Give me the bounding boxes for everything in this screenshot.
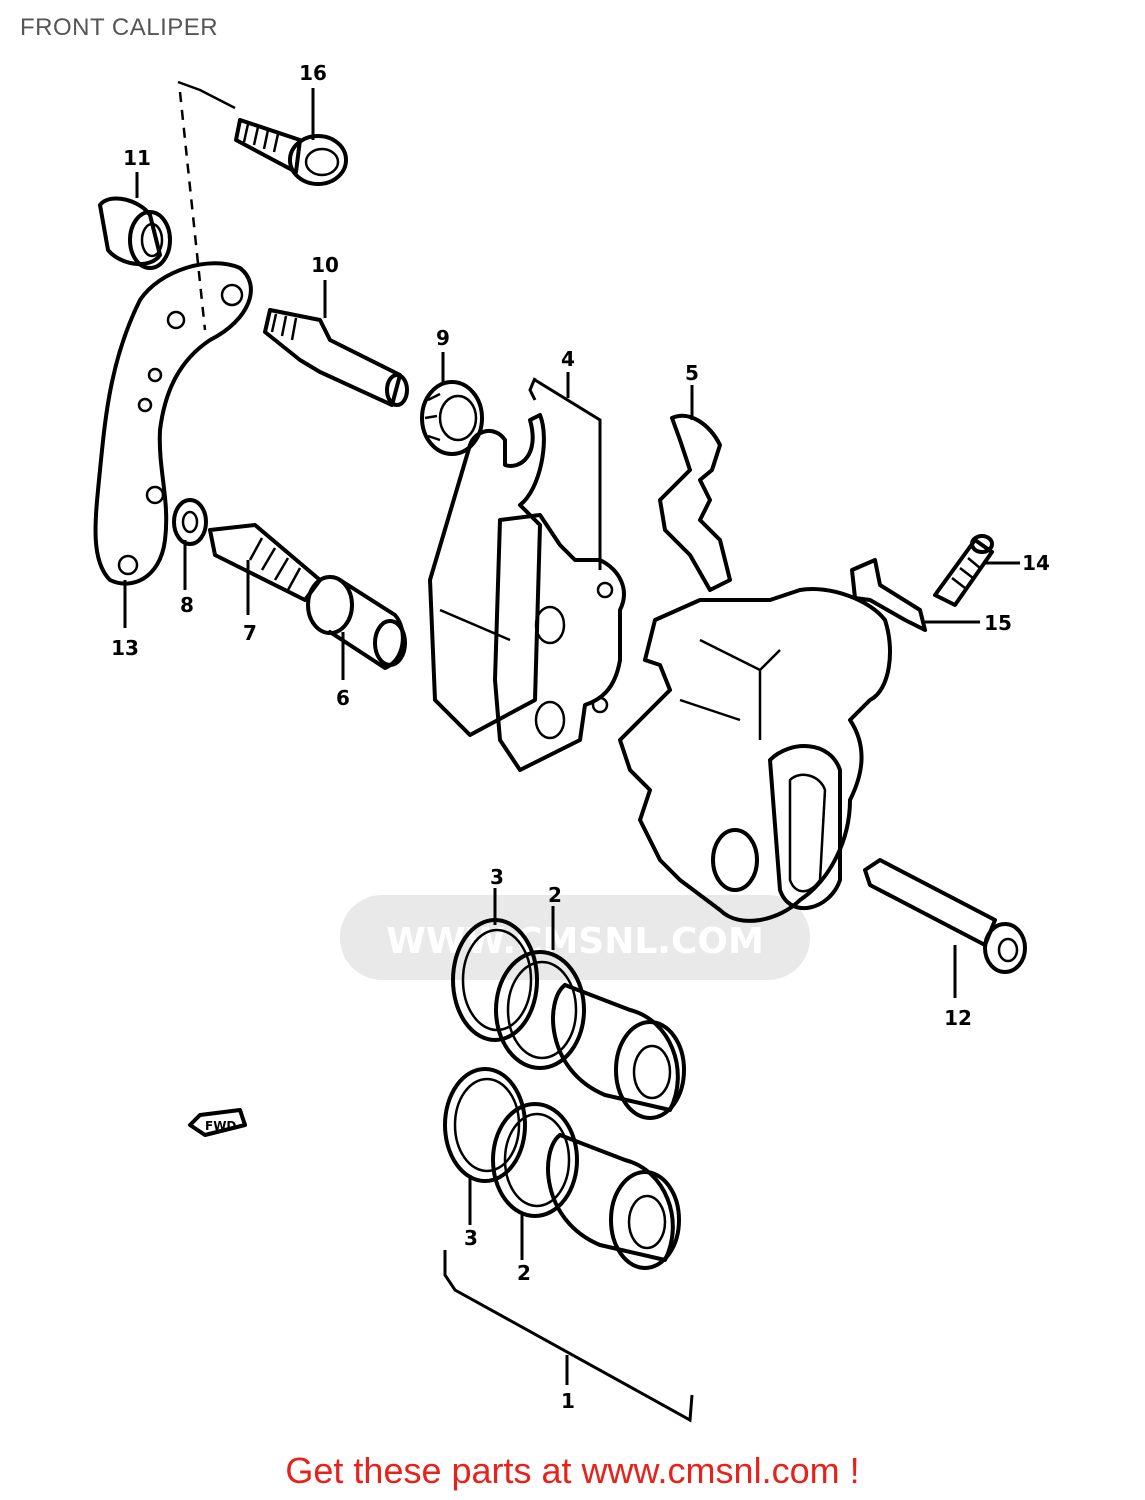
part-12-pin xyxy=(863,858,1027,974)
watermark-text: WWW.CMSNL.COM xyxy=(386,921,764,962)
part-7-bolt xyxy=(208,523,322,602)
leader-lines xyxy=(123,88,1020,1260)
part-9-boot xyxy=(420,380,484,456)
callout-6: 6 xyxy=(336,686,350,710)
callout-4: 4 xyxy=(561,347,575,371)
part-5-spring-clip xyxy=(658,413,732,592)
part-6-sleeve xyxy=(306,575,407,670)
fwd-label: FWD xyxy=(205,1119,236,1133)
alignment-line xyxy=(178,91,207,331)
forward-arrow-marker: FWD xyxy=(188,1108,247,1137)
part-14-bleeder xyxy=(933,534,994,607)
callout-8: 8 xyxy=(180,593,194,617)
part-15-cap xyxy=(850,558,927,632)
callout-2-upper: 2 xyxy=(548,883,562,907)
watermark: WWW.CMSNL.COM xyxy=(340,895,810,980)
callout-13: 13 xyxy=(111,636,139,660)
footer-promo-link[interactable]: Get these parts at www.cmsnl.com ! xyxy=(285,1450,860,1491)
callout-1: 1 xyxy=(561,1389,575,1413)
callout-9: 9 xyxy=(436,326,450,350)
leader-1-group xyxy=(443,1250,694,1423)
callout-3-upper: 3 xyxy=(490,865,504,889)
part-10-pin xyxy=(263,308,409,407)
part-11-sleeve xyxy=(98,196,172,270)
callout-labels: 16 11 10 9 4 5 8 7 6 13 14 15 12 3 2 3 2… xyxy=(111,61,1050,1413)
part-8-washer xyxy=(172,498,208,546)
callout-16: 16 xyxy=(299,61,327,85)
exploded-parts-diagram: WWW.CMSNL.COM xyxy=(93,61,1050,1423)
callout-7: 7 xyxy=(243,621,257,645)
callout-12: 12 xyxy=(944,1006,972,1030)
callout-11: 11 xyxy=(123,146,151,170)
piston-set-lower xyxy=(443,1067,681,1270)
part-4-brake-pads xyxy=(428,413,626,772)
callout-3-lower: 3 xyxy=(464,1226,478,1250)
diagram-title: FRONT CALIPER xyxy=(20,14,219,41)
callout-14: 14 xyxy=(1022,551,1050,575)
callout-15: 15 xyxy=(984,611,1012,635)
leader-16-group xyxy=(177,80,236,110)
callout-2-lower: 2 xyxy=(517,1261,531,1285)
part-16-bolt xyxy=(234,118,348,186)
callout-10: 10 xyxy=(311,253,339,277)
part-13-bracket xyxy=(93,261,253,586)
callout-5: 5 xyxy=(685,361,699,385)
caliper-body xyxy=(618,587,892,923)
